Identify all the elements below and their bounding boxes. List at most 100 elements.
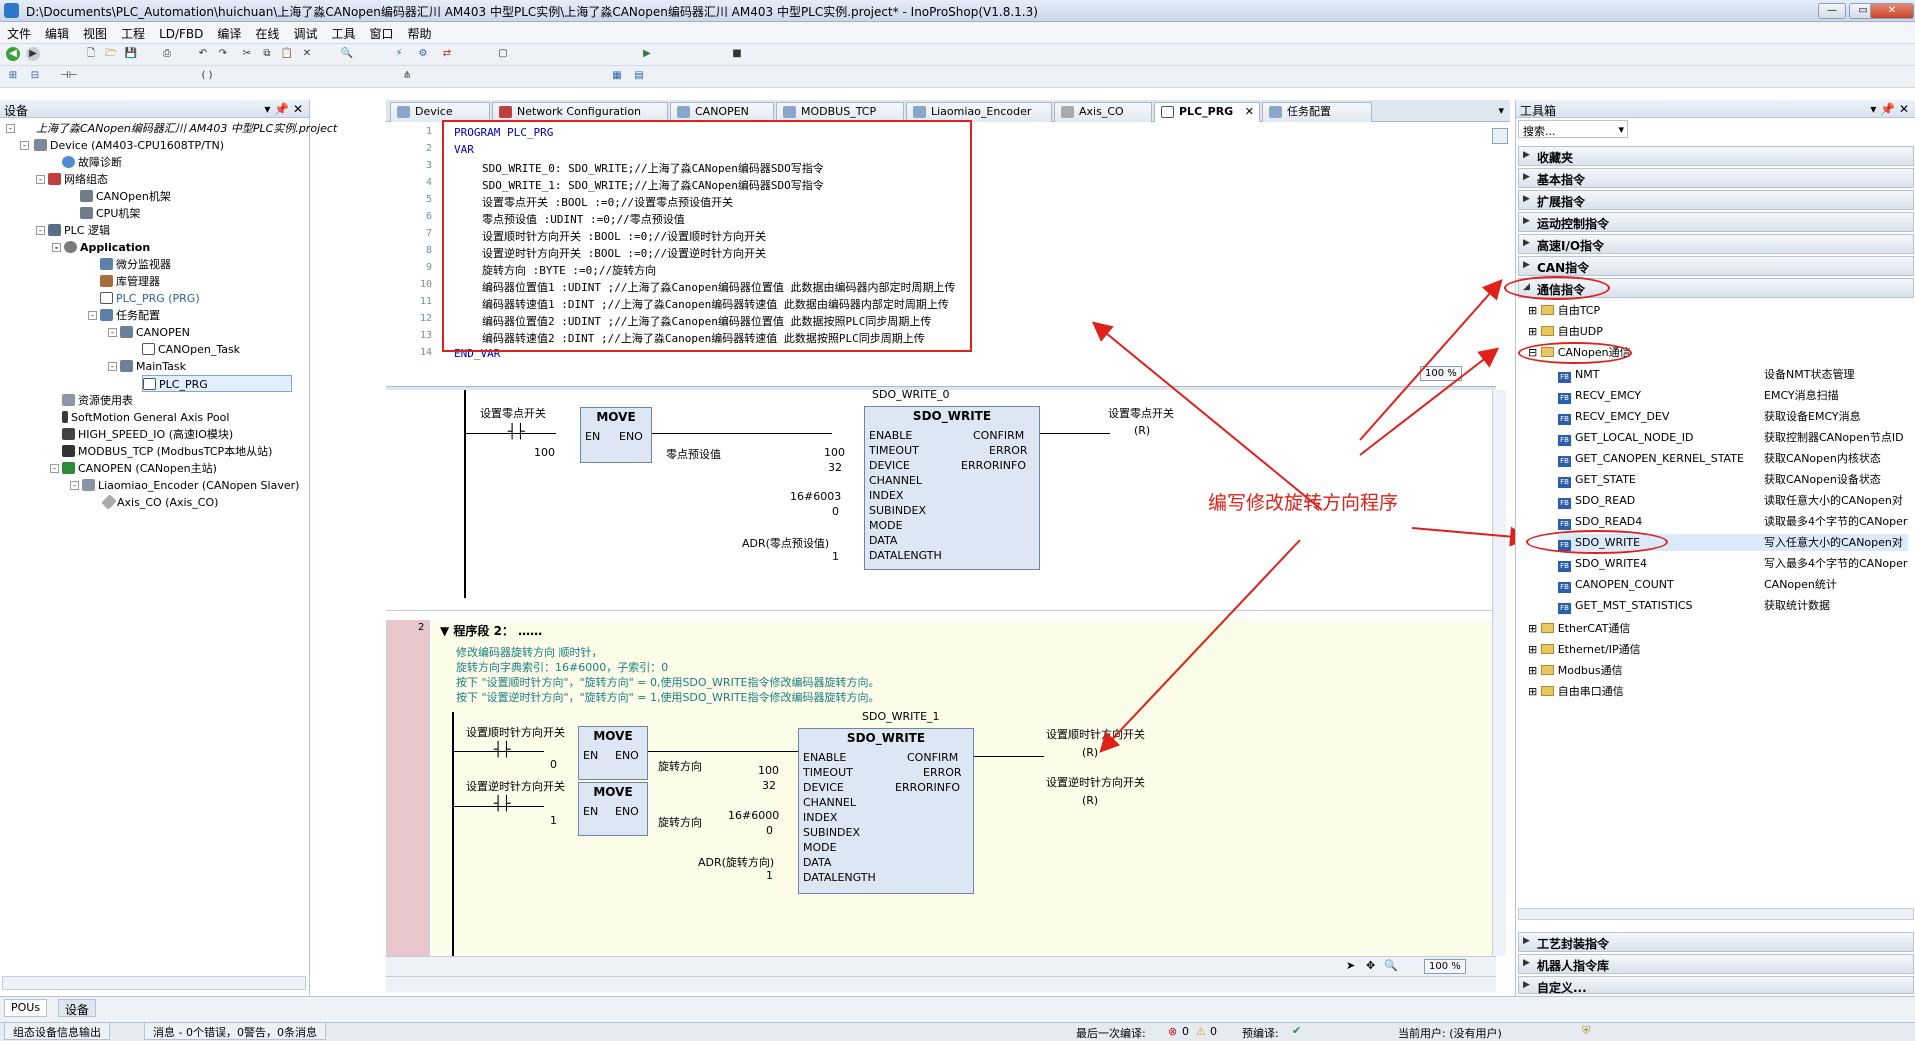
- cat-can[interactable]: CAN指令: [1518, 256, 1914, 276]
- save-icon[interactable]: 💾: [124, 48, 138, 59]
- pan-icon[interactable]: ✥: [1366, 959, 1376, 972]
- tree-canopen-master[interactable]: -CANOPEN (CANopen主站): [50, 460, 217, 477]
- run-icon[interactable]: ▶: [643, 48, 651, 59]
- ladder-hscroll[interactable]: [386, 976, 1496, 992]
- box-icon[interactable]: ⊟: [30, 70, 40, 81]
- tab-modbus-tcp[interactable]: MODBUS_TCP: [776, 102, 904, 122]
- network-2-margin[interactable]: 2: [386, 620, 430, 960]
- menu-window[interactable]: 窗口: [369, 27, 394, 41]
- copy-icon[interactable]: ⧉: [263, 48, 271, 59]
- menu-edit[interactable]: 编辑: [45, 27, 70, 41]
- network-icon[interactable]: ⊞: [8, 70, 18, 81]
- stop-icon[interactable]: ■: [732, 48, 742, 59]
- tree-canopen-rack[interactable]: CANOpen机架: [80, 188, 171, 205]
- window-icon[interactable]: ▢: [498, 48, 508, 59]
- reset-coil[interactable]: (R): [1134, 424, 1151, 437]
- tab-task-config[interactable]: 任务配置: [1262, 102, 1372, 122]
- menu-tools[interactable]: 工具: [331, 27, 356, 41]
- device-tree-hscroll[interactable]: [2, 976, 306, 990]
- login-icon[interactable]: ⇄: [442, 48, 452, 59]
- menu-file[interactable]: 文件: [7, 27, 32, 41]
- tree-plc-logic[interactable]: -PLC 逻辑: [36, 222, 110, 239]
- menu-ldfbd[interactable]: LD/FBD: [159, 27, 204, 41]
- network-2-title[interactable]: ▼ 程序段 2： ……: [440, 624, 543, 638]
- folder-ethernet-ip[interactable]: ⊞ Ethernet/IP通信: [1528, 643, 1641, 656]
- open-icon[interactable]: 🗁: [104, 48, 118, 59]
- menu-build[interactable]: 编译: [217, 27, 242, 41]
- tab-pous[interactable]: POUs: [4, 999, 48, 1017]
- pointer-icon[interactable]: ➤: [1346, 959, 1356, 972]
- grid-icon[interactable]: ▦: [612, 70, 622, 81]
- tree-diagnosis[interactable]: 故障诊断: [62, 154, 122, 171]
- tree-high-speed-io[interactable]: HIGH_SPEED_IO (高速IO模块): [62, 426, 233, 443]
- reset-coil[interactable]: (R): [1082, 794, 1099, 807]
- table-icon[interactable]: ▤: [634, 70, 644, 81]
- paste-icon[interactable]: 📋: [280, 48, 294, 59]
- tree-monitor[interactable]: 微分监视器: [100, 256, 171, 273]
- coil-icon[interactable]: ( ): [201, 70, 213, 81]
- new-icon[interactable]: 🗋: [86, 48, 96, 59]
- tab-liaomiao-encoder[interactable]: Liaomiao_Encoder: [906, 102, 1052, 122]
- forward-icon[interactable]: ▶: [26, 47, 40, 61]
- cat-motion[interactable]: 运动控制指令: [1518, 212, 1914, 232]
- tree-task-config[interactable]: -任务配置: [88, 307, 160, 324]
- tree-modbus-tcp[interactable]: MODBUS_TCP (ModbusTCP本地从站): [62, 443, 272, 460]
- rebuild-icon[interactable]: ⚙: [418, 48, 428, 59]
- tab-axis-co[interactable]: Axis_CO: [1054, 102, 1152, 122]
- menu-help[interactable]: 帮助: [407, 27, 432, 41]
- back-icon[interactable]: ◀: [6, 47, 20, 61]
- cat-basic[interactable]: 基本指令: [1518, 168, 1914, 188]
- toolbox-search[interactable]: 搜索...▾: [1518, 120, 1628, 138]
- tree-cpu-rack[interactable]: CPU机架: [80, 205, 140, 222]
- reset-coil[interactable]: (R): [1082, 746, 1099, 759]
- tree-axis-co[interactable]: Axis_CO (Axis_CO): [101, 494, 218, 511]
- splitter[interactable]: [386, 386, 1496, 390]
- undo-icon[interactable]: ↶: [198, 48, 208, 59]
- tree-canopen-task-item[interactable]: CANOpen_Task: [142, 341, 240, 358]
- zoom-icon[interactable]: 🔍: [1384, 959, 1398, 972]
- tree-main-task[interactable]: -MainTask: [108, 358, 186, 375]
- tab-device[interactable]: Device: [390, 102, 490, 122]
- print-icon[interactable]: ⎙: [163, 48, 171, 59]
- sdo-write-block[interactable]: SDO_WRITE ENABLE TIMEOUT DEVICE CHANNEL …: [864, 406, 1040, 570]
- tab-plc-prg[interactable]: PLC_PRG✕: [1154, 102, 1260, 122]
- tree-library[interactable]: 库管理器: [100, 273, 160, 290]
- toolbox-hscroll[interactable]: [1518, 908, 1914, 920]
- menu-project[interactable]: 工程: [121, 27, 146, 41]
- cat-robot[interactable]: 机器人指令库: [1518, 954, 1914, 974]
- declaration-zoom[interactable]: 100 %: [1420, 366, 1462, 381]
- tab-list-icon[interactable]: ▾: [1498, 104, 1504, 117]
- check-icon[interactable]: ✔: [1292, 1024, 1302, 1037]
- folder-ethercat[interactable]: ⊞ EtherCAT通信: [1528, 622, 1631, 635]
- view-toggle-icon[interactable]: [1492, 128, 1508, 144]
- network-2[interactable]: ▼ 程序段 2： …… 修改编码器旋转方向 顺时针， 旋转方向字典索引：16#6…: [432, 620, 1492, 960]
- tree-network-config[interactable]: -网络组态: [36, 171, 108, 188]
- tree-canopen-task[interactable]: -CANOPEN: [108, 324, 190, 341]
- minimize-button[interactable]: —: [1818, 3, 1846, 19]
- delete-icon[interactable]: ✕: [302, 48, 312, 59]
- cat-process[interactable]: 工艺封装指令: [1518, 932, 1914, 952]
- tab-canopen[interactable]: CANOPEN: [670, 102, 774, 122]
- tree-resources[interactable]: 资源使用表: [62, 392, 133, 409]
- branch-icon[interactable]: ⋔: [402, 70, 412, 81]
- cat-favorites[interactable]: 收藏夹: [1518, 146, 1914, 166]
- tree-encoder[interactable]: -Liaomiao_Encoder (CANopen Slaver): [70, 477, 299, 494]
- tree-project[interactable]: -上海了淼CANopen编码器汇川 AM403 中型PLC实例.project: [4, 120, 337, 137]
- sdo-write-block-1[interactable]: SDO_WRITE ENABLE TIMEOUT DEVICE CHANNEL …: [798, 728, 974, 894]
- folder-modbus[interactable]: ⊞ Modbus通信: [1528, 664, 1623, 677]
- contact-no[interactable]: ┤├: [494, 796, 511, 812]
- menu-view[interactable]: 视图: [83, 27, 108, 41]
- folder-free-tcp[interactable]: ⊞ 自由TCP: [1528, 304, 1601, 317]
